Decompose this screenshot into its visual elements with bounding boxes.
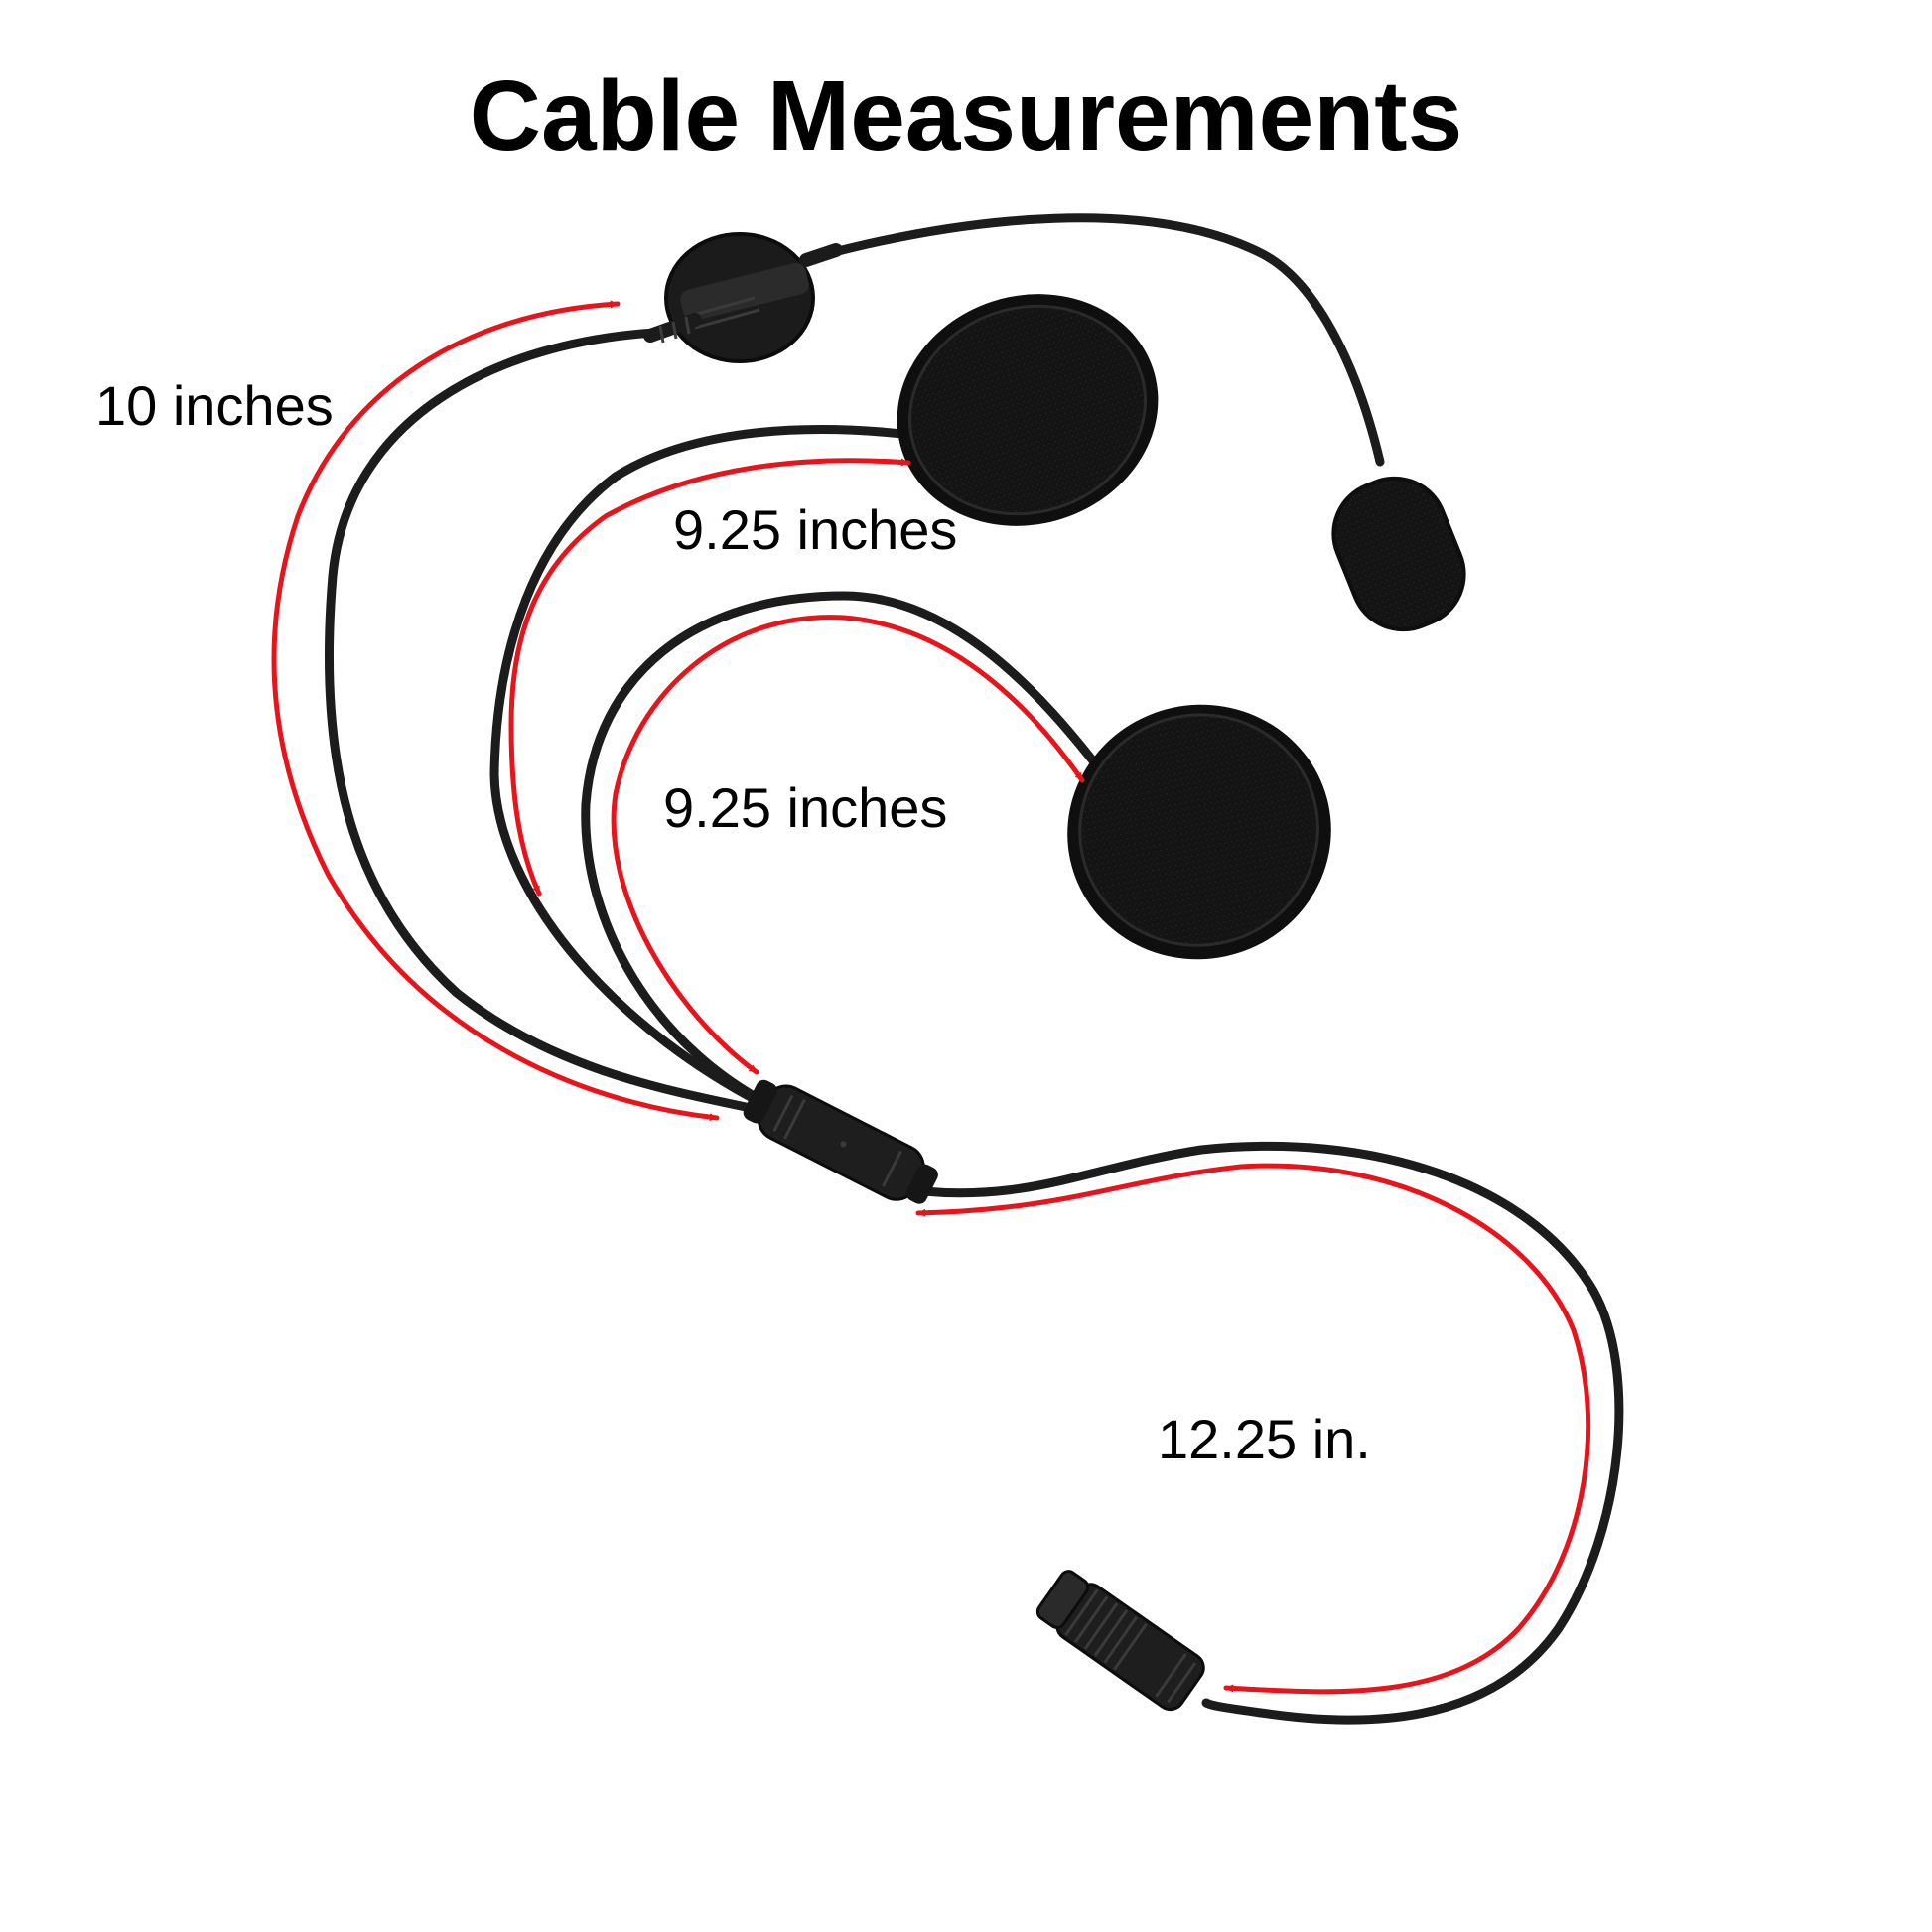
lower-speaker [1067, 704, 1331, 960]
cable-splitter [743, 1079, 938, 1204]
upper-speaker-cable [489, 425, 933, 1117]
main-cable [918, 1141, 1624, 1725]
microphone-windscreen [1331, 476, 1466, 632]
mic-cable-arrow [271, 300, 720, 1122]
mic-cable-length-label: 10 inches [95, 374, 334, 437]
lower-speaker-cable-arrow [611, 615, 1085, 1075]
connector-plug [1035, 1570, 1205, 1712]
page-title: Cable Measurements [469, 61, 1463, 172]
mic-cable [324, 328, 774, 1117]
mic-boom-cable [799, 213, 1385, 467]
measurement-arrows [271, 300, 1591, 1695]
upper-speaker [897, 294, 1159, 526]
lower-speaker-cable-length-label: 9.25 inches [663, 776, 948, 839]
upper-speaker-cable-arrow [508, 458, 911, 897]
upper-speaker-cable-length-label: 9.25 inches [673, 498, 958, 561]
main-cable-arrow [915, 1163, 1591, 1695]
mic-clip [643, 232, 843, 363]
main-cable-length-label: 12.25 in. [1158, 1408, 1371, 1470]
